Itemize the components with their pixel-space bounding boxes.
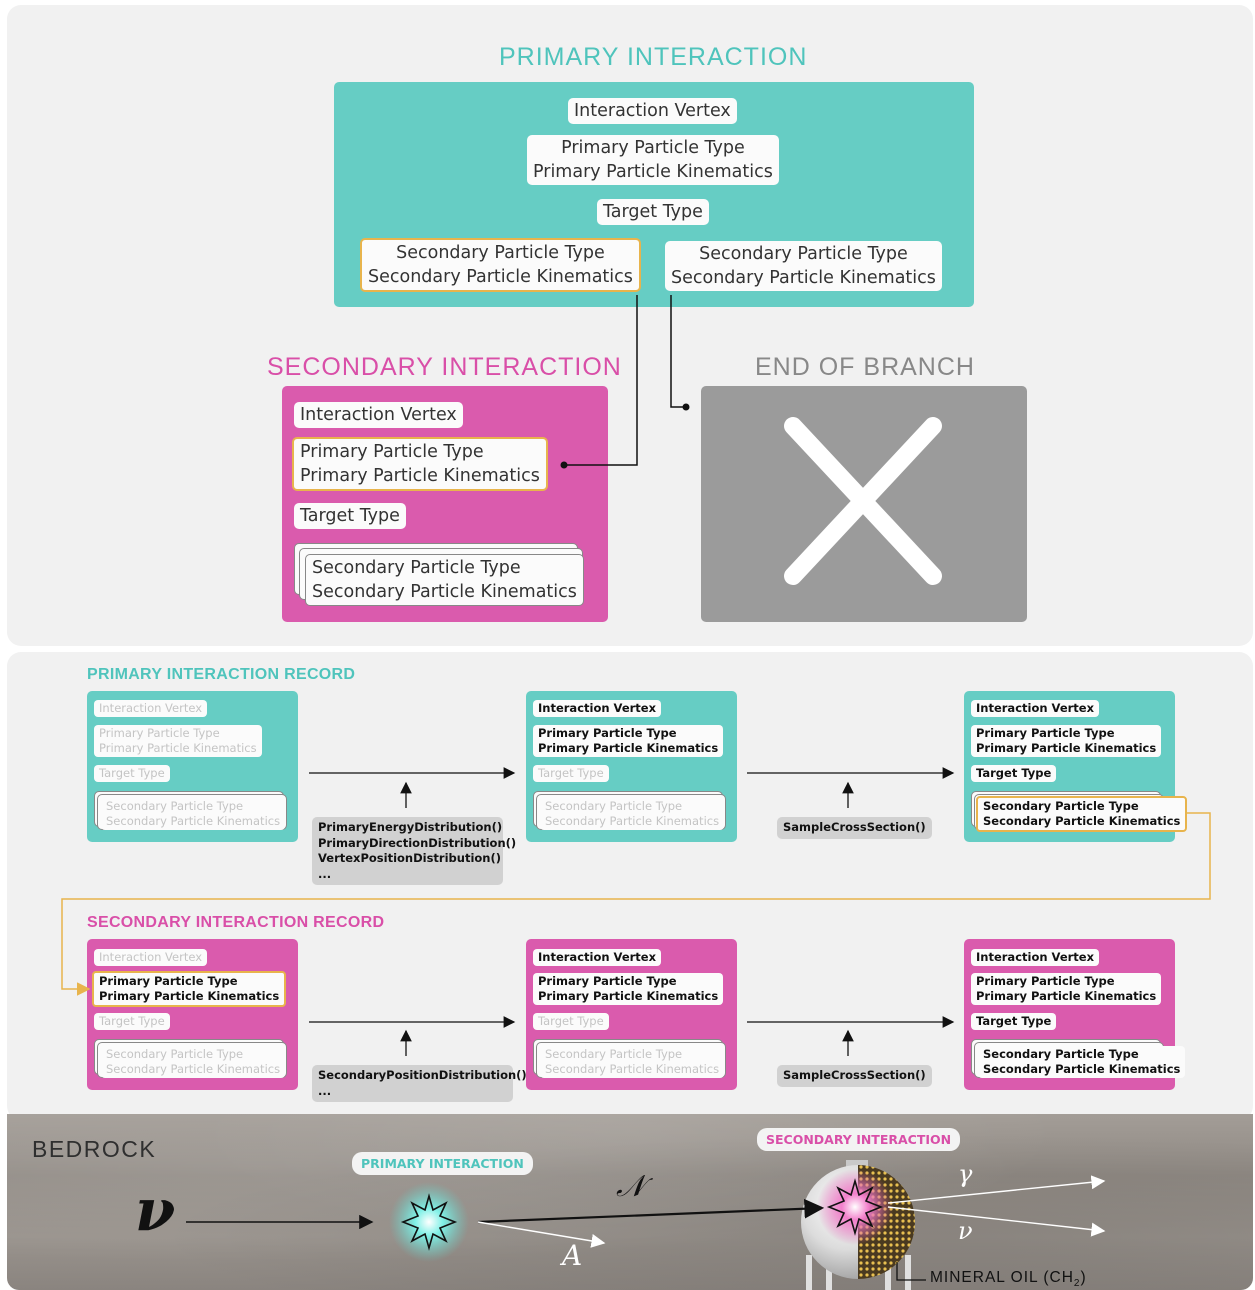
record-secondary-type: Secondary Particle Type [983, 1047, 1139, 1061]
record-target: Target Type [971, 1013, 1057, 1030]
record-secondary-particle: Secondary Particle Type Secondary Partic… [540, 1046, 725, 1078]
record-vertex: Interaction Vertex [94, 700, 208, 717]
record-target: Target Type [533, 765, 609, 782]
secondary-particle-type: Secondary Particle Type [699, 244, 908, 264]
record-primary-particle: Primary Particle Type Primary Particle K… [94, 725, 262, 757]
record-target: Target Type [533, 1013, 609, 1030]
record-primary-kin: Primary Particle Kinematics [99, 741, 257, 755]
gamma-symbol: γ [958, 1160, 973, 1188]
secondary-vertex-field: Interaction Vertex [294, 402, 463, 428]
target-type-field: Target Type [597, 199, 709, 225]
neutrino-out-symbol: ν [958, 1217, 973, 1245]
record-secondary-type: Secondary Particle Type [983, 799, 1139, 813]
record-target: Target Type [971, 765, 1057, 782]
record-secondary-kin: Secondary Particle Kinematics [106, 814, 281, 828]
record-secondary-type: Secondary Particle Type [106, 1047, 244, 1061]
record-primary-particle: Primary Particle Type Primary Particle K… [533, 725, 724, 757]
fn-line: ... [318, 1083, 332, 1098]
record-primary-kin: Primary Particle Kinematics [538, 741, 719, 755]
primary-interaction-title: PRIMARY INTERACTION [499, 43, 808, 71]
mineral-oil-label: MINERAL OIL (CH2) [930, 1269, 1087, 1289]
record-vertex: Interaction Vertex [533, 700, 661, 717]
secondary-particle-field: Secondary Particle Type Secondary Partic… [665, 241, 942, 291]
mineral-oil-text: MINERAL OIL (CH [930, 1269, 1074, 1286]
record-target: Target Type [94, 765, 170, 782]
record-primary-particle: Primary Particle Type Primary Particle K… [533, 973, 724, 1005]
secondary-particle-kinematics: Secondary Particle Kinematics [312, 582, 577, 602]
primary-distributions-function-box: PrimaryEnergyDistribution() PrimaryDirec… [312, 817, 517, 885]
record-secondary-kin: Secondary Particle Kinematics [106, 1062, 281, 1076]
record-primary-kin: Primary Particle Kinematics [538, 989, 719, 1003]
record-secondary-particle: Secondary Particle Type Secondary Partic… [101, 798, 286, 830]
primary-interaction-tag: PRIMARY INTERACTION [352, 1152, 533, 1175]
close-x-icon [701, 386, 1027, 622]
record-primary-type: Primary Particle Type [99, 726, 220, 740]
record-secondary-kin: Secondary Particle Kinematics [545, 1062, 720, 1076]
record-secondary-kin: Secondary Particle Kinematics [983, 1062, 1181, 1076]
record-secondary-particle-highlighted: Secondary Particle Type Secondary Partic… [976, 796, 1188, 832]
record-primary-type: Primary Particle Type [99, 974, 238, 988]
record-primary-type: Primary Particle Type [976, 726, 1115, 740]
fn-line: PrimaryEnergyDistribution() [318, 820, 503, 834]
fn-line: VertexPositionDistribution() [318, 851, 502, 865]
record-primary-particle-highlighted: Primary Particle Type Primary Particle K… [92, 971, 287, 1007]
secondary-interaction-tag: SECONDARY INTERACTION [757, 1128, 961, 1151]
mineral-oil-subscript: 2 [1073, 1278, 1081, 1290]
secondary-particle-field-highlighted: Secondary Particle Type Secondary Partic… [360, 238, 641, 292]
record-vertex: Interaction Vertex [971, 700, 1099, 717]
primary-sample-cross-section-box: SampleCrossSection() [777, 817, 932, 839]
secondary-target-field: Target Type [294, 503, 406, 529]
primary-particle-type: Primary Particle Type [300, 442, 484, 462]
record-target: Target Type [94, 1013, 170, 1030]
fn-line: ... [318, 866, 332, 881]
hadronic-symbol: A [562, 1239, 583, 1272]
secondary-interaction-title: SECONDARY INTERACTION [267, 353, 622, 381]
secondary-particle-type: Secondary Particle Type [396, 243, 605, 263]
record-secondary-kin: Secondary Particle Kinematics [545, 814, 720, 828]
record-vertex: Interaction Vertex [94, 949, 208, 966]
fn-line: SecondaryPositionDistribution() [318, 1068, 527, 1082]
record-secondary-particle: Secondary Particle Type Secondary Partic… [101, 1046, 286, 1078]
mineral-oil-close: ) [1080, 1269, 1087, 1286]
record-primary-type: Primary Particle Type [976, 974, 1115, 988]
secondary-primary-particle-field: Primary Particle Type Primary Particle K… [292, 437, 548, 491]
secondary-distributions-function-box: SecondaryPositionDistribution() ... [312, 1065, 527, 1102]
record-primary-kin: Primary Particle Kinematics [99, 989, 280, 1003]
record-secondary-type: Secondary Particle Type [545, 1047, 683, 1061]
secondary-record-title: SECONDARY INTERACTION RECORD [87, 914, 385, 931]
record-secondary-particle: Secondary Particle Type Secondary Partic… [978, 1046, 1186, 1078]
end-of-branch-title: END OF BRANCH [755, 353, 975, 381]
secondary-particle-kinematics: Secondary Particle Kinematics [671, 268, 936, 288]
neutrino-symbol: ν [135, 1176, 176, 1244]
nucleon-symbol: 𝒩 [616, 1169, 645, 1204]
primary-particle-type: Primary Particle Type [561, 138, 745, 158]
primary-vertex-field: Interaction Vertex [568, 98, 737, 124]
secondary-particle-kinematics: Secondary Particle Kinematics [368, 267, 633, 287]
record-secondary-type: Secondary Particle Type [106, 799, 244, 813]
bedrock-label: BEDROCK [32, 1136, 157, 1162]
record-secondary-particle: Secondary Particle Type Secondary Partic… [540, 798, 725, 830]
record-vertex: Interaction Vertex [971, 949, 1099, 966]
record-primary-type: Primary Particle Type [538, 974, 677, 988]
record-primary-kin: Primary Particle Kinematics [976, 741, 1157, 755]
secondary-particle-type: Secondary Particle Type [312, 558, 521, 578]
primary-particle-field: Primary Particle Type Primary Particle K… [527, 135, 779, 185]
record-secondary-type: Secondary Particle Type [545, 799, 683, 813]
record-primary-particle: Primary Particle Type Primary Particle K… [971, 725, 1162, 757]
record-primary-type: Primary Particle Type [538, 726, 677, 740]
secondary-particle-stack-field: Secondary Particle Type Secondary Partic… [305, 554, 584, 606]
primary-particle-kinematics: Primary Particle Kinematics [300, 466, 540, 486]
secondary-sample-cross-section-box: SampleCrossSection() [777, 1065, 932, 1087]
primary-record-title: PRIMARY INTERACTION RECORD [87, 666, 356, 683]
record-primary-kin: Primary Particle Kinematics [976, 989, 1157, 1003]
fn-line: PrimaryDirectionDistribution() [318, 835, 517, 850]
record-vertex: Interaction Vertex [533, 949, 661, 966]
record-secondary-kin: Secondary Particle Kinematics [983, 814, 1181, 828]
primary-particle-kinematics: Primary Particle Kinematics [533, 162, 773, 182]
record-primary-particle: Primary Particle Type Primary Particle K… [971, 973, 1162, 1005]
